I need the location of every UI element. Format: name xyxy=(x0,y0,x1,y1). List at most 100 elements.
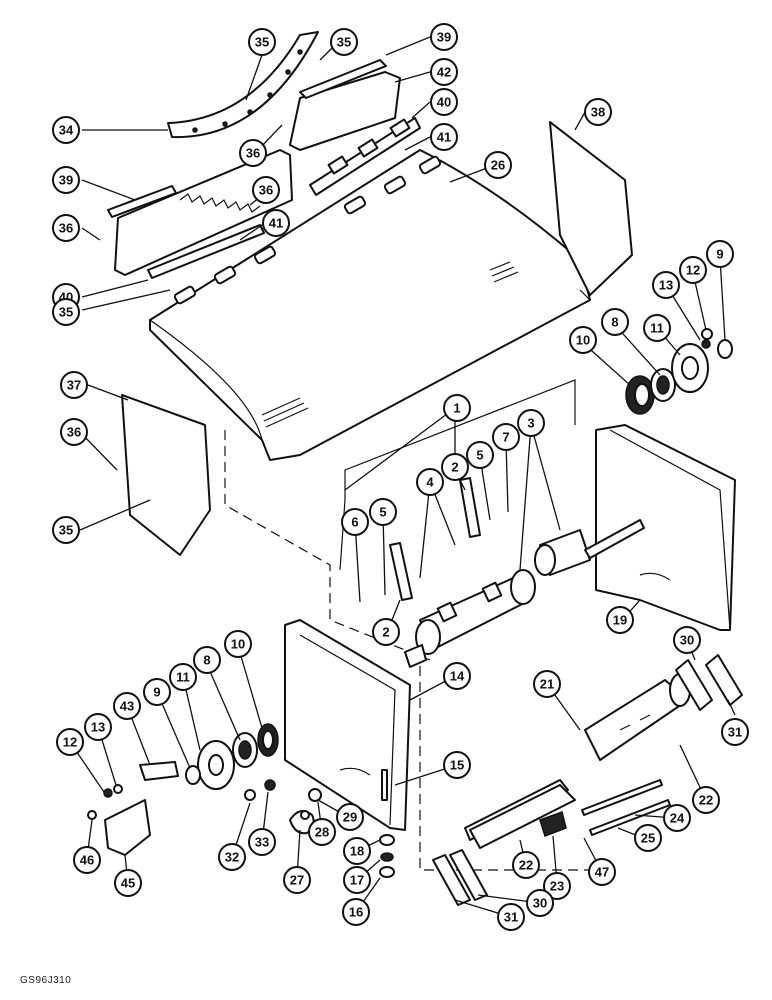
rod-part-a xyxy=(581,779,663,816)
callout-30a: 30 xyxy=(673,626,701,654)
callout-circle xyxy=(679,256,707,284)
callout-label: 5 xyxy=(476,448,483,463)
callout-1: 1 xyxy=(443,394,471,422)
callout-circle xyxy=(543,872,571,900)
callout-circle xyxy=(343,866,371,894)
main-cover-part xyxy=(149,149,591,461)
callout-46: 46 xyxy=(73,846,101,874)
left-link-b xyxy=(449,849,488,901)
callout-label: 30 xyxy=(680,633,694,648)
callout-10b: 10 xyxy=(224,630,252,658)
callout-17: 17 xyxy=(343,866,371,894)
callout-label: 36 xyxy=(246,146,260,161)
callout-circle xyxy=(466,441,494,469)
callout-27: 27 xyxy=(283,866,311,894)
callout-label: 28 xyxy=(315,825,329,840)
callout-47: 47 xyxy=(588,858,616,886)
callout-13a: 13 xyxy=(652,271,680,299)
callout-36d: 36 xyxy=(60,418,88,446)
callout-label: 36 xyxy=(59,221,73,236)
clip-part xyxy=(539,811,567,837)
callout-11a: 11 xyxy=(643,314,671,342)
callout-label: 17 xyxy=(350,873,364,888)
callout-circle xyxy=(169,663,197,691)
callout-9a: 9 xyxy=(706,240,734,268)
callout-12b: 12 xyxy=(56,728,84,756)
callout-40a: 40 xyxy=(430,88,458,116)
bracket-lower-part xyxy=(389,542,413,601)
callout-label: 46 xyxy=(80,853,94,868)
callout-circle xyxy=(330,28,358,56)
callout-label: 8 xyxy=(203,653,210,668)
slotted-bar-assembly xyxy=(464,673,691,849)
callout-label: 31 xyxy=(504,910,518,925)
callout-label: 35 xyxy=(337,35,351,50)
right-frame-plate-part xyxy=(595,424,736,631)
callout-label: 39 xyxy=(437,30,451,45)
callout-35d: 35 xyxy=(52,516,80,544)
lower-bearing-group xyxy=(103,723,279,798)
callout-label: 7 xyxy=(502,430,509,445)
callout-label: 30 xyxy=(533,896,547,911)
callout-circle xyxy=(569,326,597,354)
left-frame-plate-part xyxy=(284,619,411,831)
callout-2a: 2 xyxy=(441,453,469,481)
callout-26: 26 xyxy=(484,151,512,179)
callout-label: 18 xyxy=(350,844,364,859)
callout-38: 38 xyxy=(584,98,612,126)
callout-circle xyxy=(369,498,397,526)
callout-circle xyxy=(533,670,561,698)
callout-45: 45 xyxy=(114,869,142,897)
callout-label: 11 xyxy=(650,321,664,336)
callout-label: 21 xyxy=(540,677,554,692)
callout-label: 2 xyxy=(451,460,458,475)
callout-label: 1 xyxy=(453,401,460,416)
callout-circle xyxy=(52,116,80,144)
callout-circle xyxy=(343,837,371,865)
callout-label: 25 xyxy=(641,831,655,846)
callout-5b: 5 xyxy=(369,498,397,526)
upper-bar-part xyxy=(289,71,401,151)
callout-label: 36 xyxy=(259,183,273,198)
callout-31b: 31 xyxy=(497,903,525,931)
callout-circle xyxy=(143,678,171,706)
callout-39a: 39 xyxy=(430,23,458,51)
callout-circle xyxy=(517,409,545,437)
callout-label: 5 xyxy=(379,505,386,520)
figure-reference-code: GS96J310 xyxy=(20,975,72,986)
callout-circle xyxy=(430,88,458,116)
callout-label: 26 xyxy=(491,158,505,173)
callout-circle xyxy=(584,98,612,126)
callout-label: 19 xyxy=(613,613,627,628)
callout-label: 42 xyxy=(437,65,451,80)
callout-label: 43 xyxy=(120,699,134,714)
callout-label: 31 xyxy=(728,725,742,740)
callout-label: 4 xyxy=(426,475,434,490)
callout-label: 39 xyxy=(59,173,73,188)
cover-hinges xyxy=(173,155,442,305)
callout-label: 16 xyxy=(349,905,363,920)
assembly-outline xyxy=(224,430,590,871)
callout-circle xyxy=(372,618,400,646)
callout-35b: 35 xyxy=(330,28,358,56)
callout-24: 24 xyxy=(663,804,691,832)
callout-label: 11 xyxy=(176,670,190,685)
callout-13b: 13 xyxy=(84,713,112,741)
top-plate-part xyxy=(299,59,387,99)
callout-label: 27 xyxy=(290,873,304,888)
callout-circle xyxy=(484,151,512,179)
callout-label: 34 xyxy=(59,123,74,138)
left-side-panel-part xyxy=(121,394,211,556)
callout-circle xyxy=(606,606,634,634)
callout-36a: 36 xyxy=(239,139,267,167)
callout-circle xyxy=(56,728,84,756)
left-link-a xyxy=(432,854,471,906)
callout-7: 7 xyxy=(492,423,520,451)
right-link-b xyxy=(705,654,743,706)
callout-circle xyxy=(430,58,458,86)
right-side-panel-part xyxy=(549,121,633,296)
callout-label: 40 xyxy=(437,95,451,110)
callout-2b: 2 xyxy=(372,618,400,646)
cover-slots xyxy=(261,261,519,428)
